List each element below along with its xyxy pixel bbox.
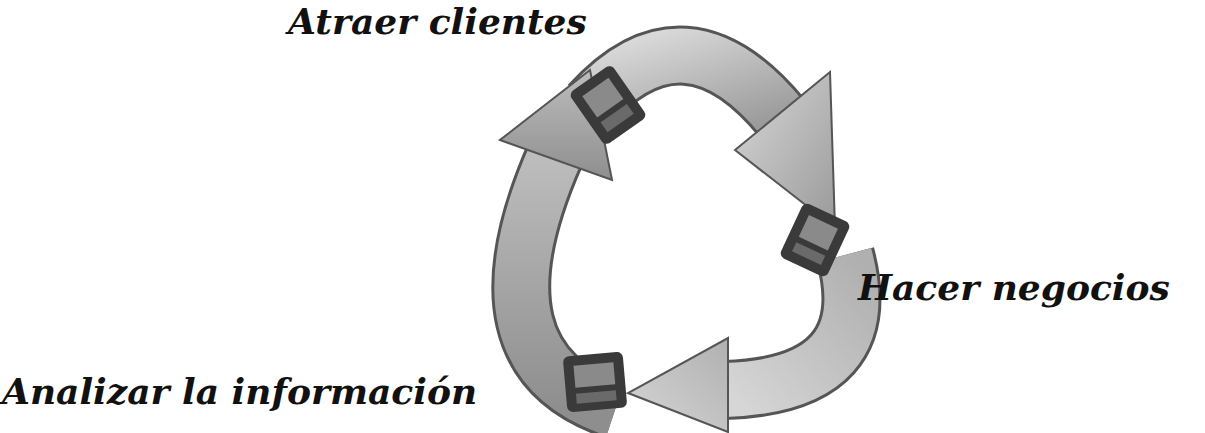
cycle-label: Analizar la información [2,372,477,412]
cycle-arrow [628,255,851,432]
computer-icon [779,202,851,278]
cycle-label: Atraer clientes [288,2,587,42]
computer-icon [563,351,628,412]
cycle-label: Hacer negocios [858,268,1170,308]
cycle-arrow [590,56,835,228]
computer-icon [568,64,647,146]
